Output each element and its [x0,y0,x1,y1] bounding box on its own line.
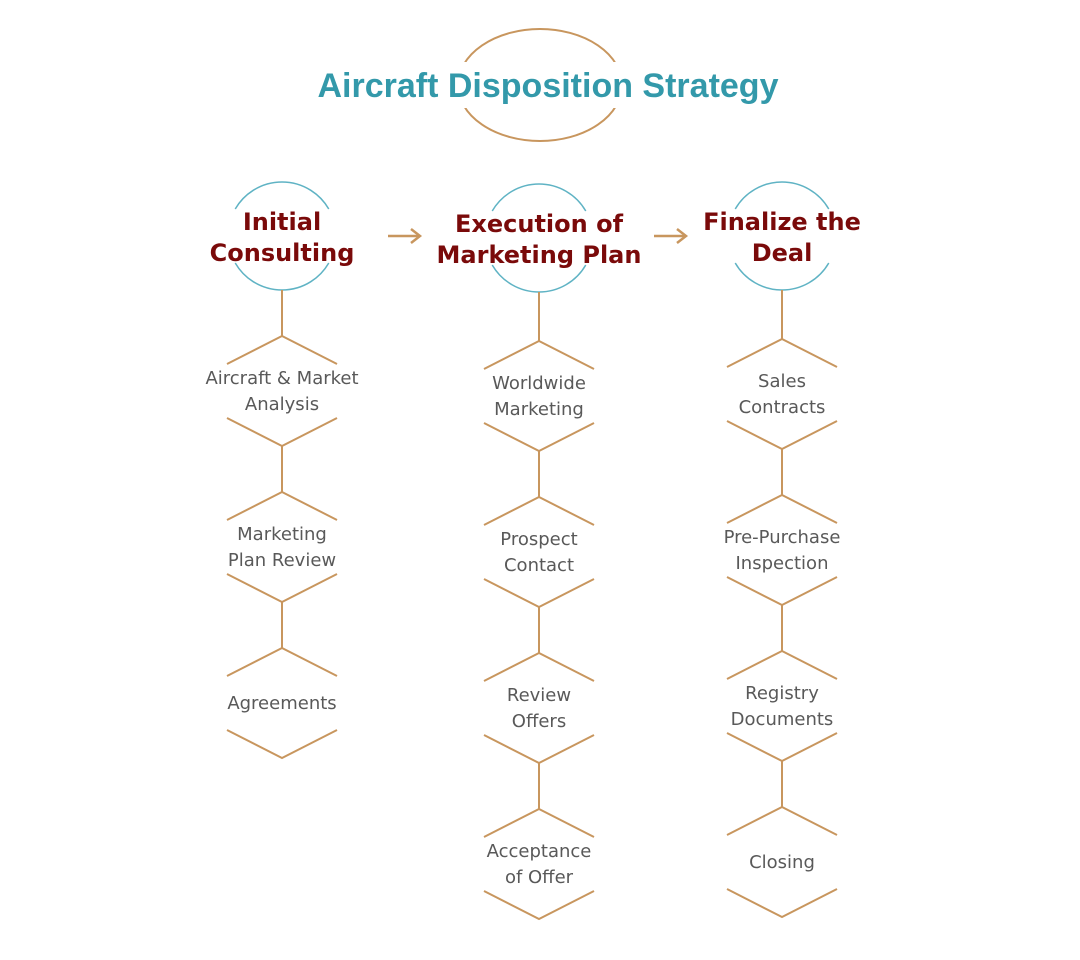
step-top-chevron [726,493,838,524]
step-label-line: Marketing [237,524,327,545]
step-label-line: Offers [512,711,566,732]
step-label-line: of Offer [505,867,574,888]
step-bottom-chevron [483,578,595,609]
step-label-line: Pre-Purchase [724,527,841,548]
step-bottom-chevron [483,734,595,765]
phase-title-line: Finalize the [703,208,861,236]
step-label-line: Closing [749,852,815,873]
arrow-head [410,228,423,244]
step-label-line: Contact [504,555,574,576]
phase-title-line: Initial [243,208,321,236]
diagram-title: Aircraft Disposition Strategy [318,67,779,105]
step-label-line: Agreements [227,693,336,714]
step-node: Closing [726,805,838,919]
step-top-chevron [726,649,838,680]
phase-title-line: Marketing Plan [437,241,642,269]
step-bottom-chevron [726,732,838,763]
header-circle-top-arc [491,183,587,212]
step-bottom-chevron [726,888,838,919]
step-node: Agreements [226,646,338,760]
step-label-line: Inspection [736,553,829,574]
step-bottom-chevron [726,420,838,451]
header-circle-bottom-arc [734,262,830,291]
step-top-chevron [483,807,595,838]
step-label: Acceptance of Offer [487,841,592,888]
phase-title-line: Consulting [210,239,355,267]
step-bottom-chevron [483,890,595,921]
step-node: Acceptance of Offer [483,807,595,921]
step-top-chevron [726,337,838,368]
step-bottom-chevron [726,576,838,607]
step-top-chevron [226,646,338,677]
step-top-chevron [483,651,595,682]
step-label-line: Aircraft & Market [205,368,358,389]
step-bottom-chevron [226,729,338,760]
step-label-line: Contracts [739,397,826,418]
phase-title-line: Deal [752,239,813,267]
header-circle-bottom-arc [234,262,330,291]
step-label: Closing [749,852,815,873]
step-top-chevron [726,805,838,836]
step-label-line: Prospect [500,529,577,550]
phase-title-line: Execution of [455,210,624,238]
phase-title: Execution of Marketing Plan [437,210,642,269]
title-ellipse-mask [300,62,780,108]
step-label-line: Worldwide [492,373,586,394]
step-label-line: Marketing [494,399,584,420]
step-label-line: Plan Review [228,550,336,571]
step-top-chevron [226,490,338,521]
title-group: Aircraft Disposition Strategy [300,28,780,142]
step-top-chevron [483,495,595,526]
step-label: Agreements [227,693,336,714]
header-circle-bottom-arc [491,264,587,293]
step-label-line: Sales [758,371,806,392]
step-label-line: Acceptance [487,841,592,862]
header-circle-top-arc [234,181,330,210]
step-label-line: Registry [745,683,819,704]
step-bottom-chevron [226,417,338,448]
step-label-line: Analysis [245,394,319,415]
right-arrow-icon [654,228,689,244]
step-label-line: Review [507,685,571,706]
step-top-chevron [226,334,338,365]
step-bottom-chevron [483,422,595,453]
right-arrow-icon [388,228,423,244]
header-circle-top-arc [734,181,830,210]
step-bottom-chevron [226,573,338,604]
arrow-head [676,228,689,244]
step-top-chevron [483,339,595,370]
step-label-line: Documents [731,709,834,730]
arrows-layer [388,228,689,244]
